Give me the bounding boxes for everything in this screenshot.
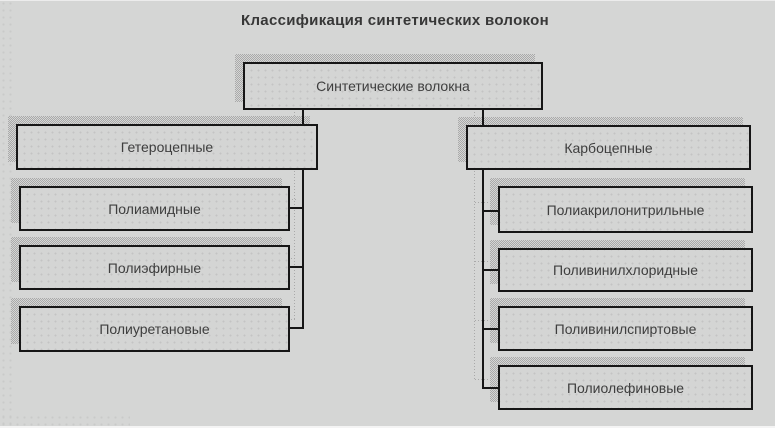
canvas-top-edge — [0, 0, 775, 1]
connector-stub-polyamide — [288, 207, 304, 209]
node-label: Поливинилхлоридные — [553, 262, 698, 278]
node-label: Полиамидные — [108, 200, 201, 217]
canvas-bottom-edge — [0, 426, 775, 428]
node-label: Синтетические волокна — [316, 78, 470, 94]
node-label: Полиэфирные — [107, 259, 202, 276]
connector-shadow — [294, 103, 295, 117]
connector-stub-polyacrylonitrile — [483, 210, 498, 212]
connector-stub-polyurethane — [287, 327, 304, 329]
node-heterochain: Гетероцепные — [16, 124, 318, 170]
connector-carbochain-trunk — [482, 170, 484, 389]
connector-shadow — [294, 162, 295, 320]
connector-shadow — [474, 162, 475, 380]
connector-root-to-carbochain — [482, 110, 484, 126]
connector-stub-polyolefin — [483, 387, 498, 389]
node-label: Полиолефиновые — [566, 379, 685, 396]
node-label: Полиакрилонитрильные — [546, 201, 705, 218]
connector-heterochain-trunk — [302, 170, 304, 329]
connector-stub-polyvinylalcohol — [483, 328, 498, 330]
left-edge-dot-texture — [0, 0, 14, 428]
bottom-edge-dot-texture — [0, 414, 130, 428]
node-label: Гетероцепные — [120, 139, 214, 155]
connector-stub-pvc — [483, 269, 498, 271]
node-polyvinylalcohol: Поливинилспиртовые — [498, 306, 753, 351]
node-polyacrylonitrile: Полиакрилонитрильные — [498, 186, 753, 233]
node-label: Полиуретановые — [99, 321, 210, 337]
node-polyester: Полиэфирные — [19, 245, 290, 290]
node-polyolefin: Полиолефиновые — [498, 365, 753, 410]
diagram-title: Классификация синтетических волокон — [241, 12, 549, 29]
node-polyamide: Полиамидные — [19, 186, 290, 231]
node-label: Поливинилспиртовые — [554, 320, 697, 337]
node-pvc: Поливинилхлоридные — [498, 248, 753, 292]
node-carbochain: Карбоцепные — [466, 125, 751, 170]
node-polyurethane: Полиуретановые — [19, 306, 290, 352]
connector-root-to-heterochain — [302, 110, 304, 125]
node-synthetic-fibers: Синтетические волокна — [243, 62, 543, 110]
connector-stub-polyester — [287, 266, 304, 268]
node-label: Карбоцепные — [564, 139, 653, 156]
connector-shadow — [474, 103, 475, 118]
